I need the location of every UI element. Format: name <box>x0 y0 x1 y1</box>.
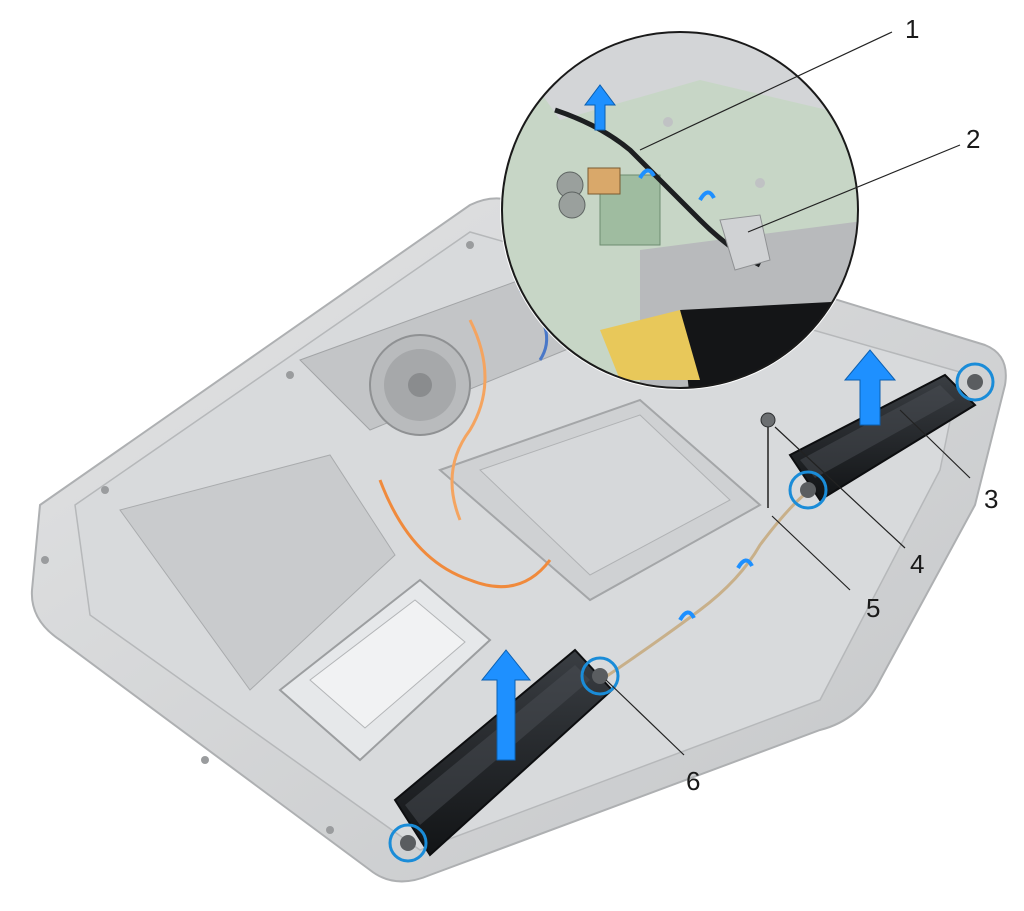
frame-screws <box>41 241 474 834</box>
callout-5: 5 <box>866 593 880 623</box>
callout-2: 2 <box>966 124 980 154</box>
grommet-ring-right <box>955 362 995 402</box>
callout-labels: 1 2 3 4 5 6 <box>686 14 998 796</box>
zoom-inset <box>500 30 860 390</box>
hard-drive <box>278 578 492 762</box>
grommet-ring-middle <box>788 470 828 510</box>
lift-arrow-left <box>480 649 532 761</box>
routing-arrows <box>678 558 754 622</box>
speaker-cable <box>603 488 811 680</box>
grommet-ring-middle-left <box>580 656 620 696</box>
lift-arrow-right <box>843 349 897 426</box>
callout-4: 4 <box>910 549 924 579</box>
callout-6: 6 <box>686 766 700 796</box>
callout-3: 3 <box>984 484 998 514</box>
screw <box>760 412 776 508</box>
grommet-ring-bottom-left <box>388 823 428 863</box>
callout-1: 1 <box>905 14 919 44</box>
leader-lines <box>605 31 971 756</box>
fan <box>369 334 471 436</box>
